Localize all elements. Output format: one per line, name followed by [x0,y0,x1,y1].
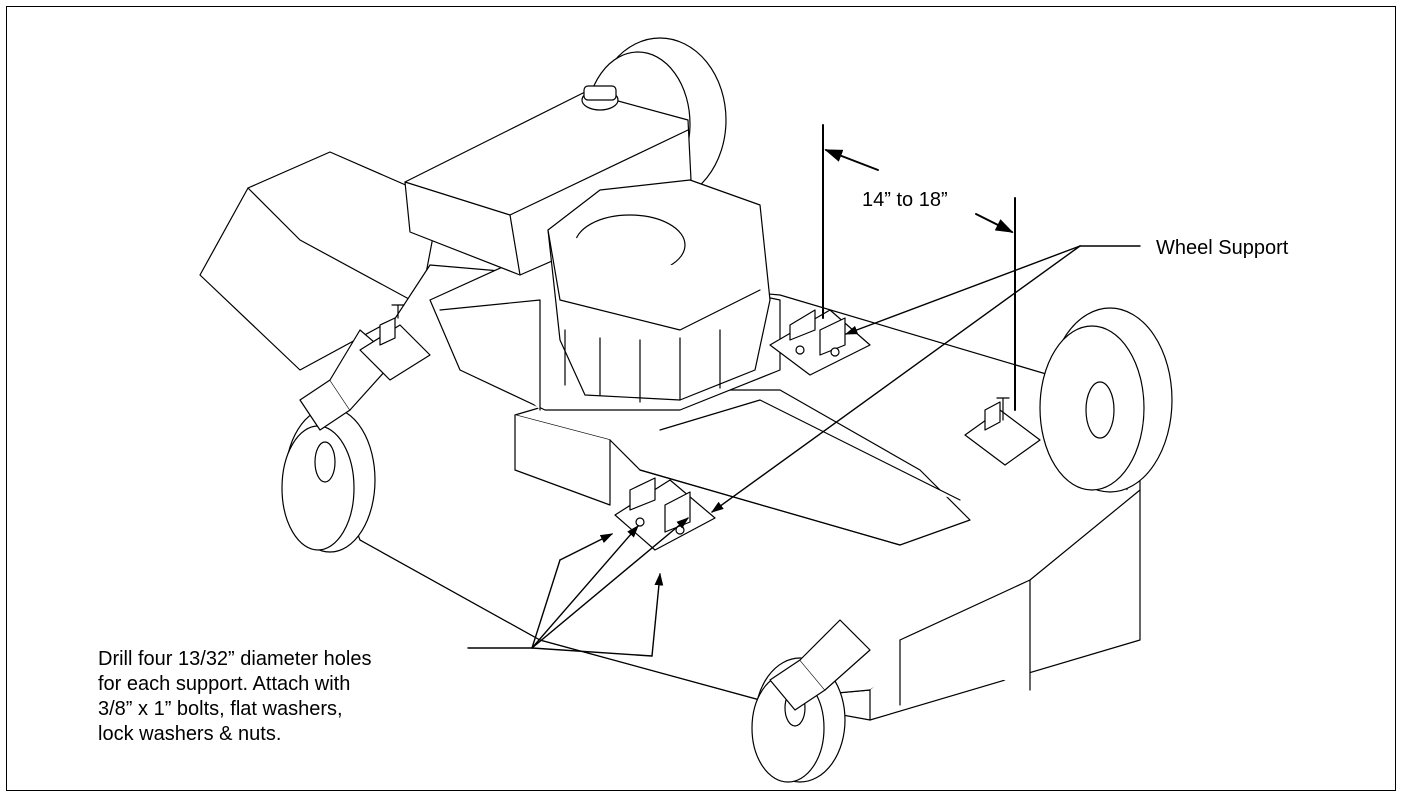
engine-shroud [547,179,771,403]
dimension-lines [822,124,1016,411]
drill-instructions-label: Drill four 13/32” diameter holes for eac… [98,647,371,747]
dimension-arrow-right [975,213,1014,233]
dimension-arrow-left [824,149,879,171]
drill-instructions-line: for each support. Attach with [98,673,351,695]
drill-instructions-line: lock washers & nuts. [98,723,282,745]
drill-note-leaders [467,517,689,657]
front-right-wheel [1039,307,1173,493]
deck-trough [514,389,971,546]
front-left-caster-wheel [751,619,871,783]
wheel-support-label: Wheel Support [1156,237,1289,259]
drill-instructions-line: 3/8” x 1” bolts, flat washers, [98,698,343,720]
wheel-support-leaders [710,245,1141,513]
drill-instructions-line: Drill four 13/32” diameter holes [98,648,372,670]
wheel-support-bracket-left [359,304,431,381]
wheel-support-bracket-right [964,397,1041,466]
dimension-label: 14” to 18” [862,189,948,211]
